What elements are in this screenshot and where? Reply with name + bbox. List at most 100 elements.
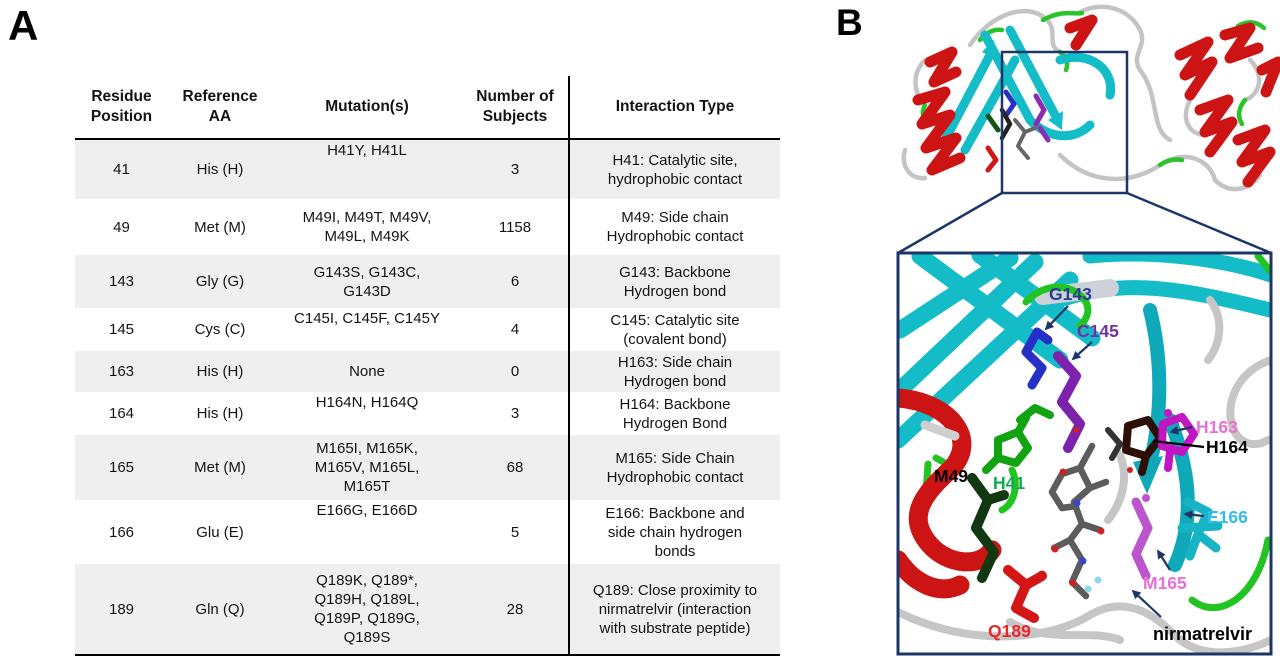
cell-number-of-subjects: 0 <box>510 363 520 380</box>
inset-beta-sheet <box>899 254 1101 449</box>
zoom-box <box>1000 50 1129 195</box>
cell-reference-aa: Glu (E) <box>196 523 244 541</box>
table-row: 166 Glu (E) E166G, E166D 5 E166: Backbone an… <box>75 500 780 564</box>
beta-arrowhead <box>1048 111 1063 130</box>
label-m49: M49 <box>934 466 968 486</box>
beta-arrowhead <box>982 40 997 60</box>
cell-residue-position: 41 <box>113 161 130 178</box>
cell-mutations: E166G, E166D <box>316 502 418 519</box>
panel-a-label: A <box>8 2 39 49</box>
residue-sticks-m165 <box>1131 497 1153 581</box>
protein-overview <box>901 4 1280 192</box>
arrow-to-h163 <box>1169 425 1193 435</box>
label-g143: G143 <box>1049 284 1092 304</box>
cell-residue-position: 189 <box>75 564 168 656</box>
column-header: Number of Subjects <box>462 76 569 140</box>
panel-b-label: B <box>836 2 863 43</box>
cell-interaction-type: C145: Catalytic site (covalent bond) <box>568 308 780 351</box>
cell-interaction-type: M49: Side chain Hydrophobic contact <box>568 199 780 255</box>
table-row: 41 His (H) H41Y, H41L 3 H41: Catalytic site,… <box>75 139 780 199</box>
inset-beta-center <box>1141 303 1195 572</box>
label-h163: H163 <box>1196 417 1238 437</box>
cell-interaction-type: M165: Side Chain Hydrophobic contact <box>568 435 780 500</box>
arrow-to-nirmatrelvir <box>1131 589 1162 618</box>
cell-interaction-type: H41: Catalytic site, hydrophobic contact <box>568 139 780 199</box>
cell-residue-position: 166 <box>108 523 135 541</box>
residue-labels: G143 C145 H163 H164 M49 H41 E166 M165 Q1… <box>934 284 1252 644</box>
residue-sticks-g143 <box>1021 327 1053 390</box>
q189-atom <box>1037 570 1047 580</box>
inset-loops-gray <box>899 296 1270 653</box>
cell-reference-aa: Gln (Q) <box>168 564 272 656</box>
h163-atom <box>1164 409 1172 417</box>
cell-residue-position: 163 <box>108 363 135 380</box>
cell-reference-aa: Met (M) <box>194 218 246 236</box>
backbone-sticks-dark <box>1105 427 1123 461</box>
zoom-connector-lines <box>897 191 1272 255</box>
cell-interaction-type: Q189: Close proximity to nirmatrelvir (i… <box>568 564 780 656</box>
cell-interaction-type: H163: Side chain Hydrogen bond <box>568 351 780 392</box>
arrow-to-c145 <box>1071 341 1093 361</box>
inset-border <box>896 251 1273 656</box>
label-e166: E166 <box>1207 507 1248 527</box>
cell-reference-aa: Cys (C) <box>194 321 246 338</box>
cell-number-of-subjects: 3 <box>510 161 520 178</box>
cell-reference-aa: His (H) <box>196 161 244 178</box>
label-nirmatrelvir: nirmatrelvir <box>1153 624 1252 644</box>
column-header: Reference AA <box>168 76 272 140</box>
line-to-h164 <box>1152 439 1205 449</box>
cell-residue-position: 164 <box>108 405 135 422</box>
panel-b-structure: G143 C145 H163 H164 M49 H41 E166 M165 Q1… <box>896 4 1280 656</box>
label-q189: Q189 <box>988 621 1031 641</box>
table-row: 164 His (H) H164N, H164Q 3 H164: Backbone Hy… <box>75 392 780 435</box>
label-c145: C145 <box>1077 321 1119 341</box>
cell-interaction-type: E166: Backbone and side chain hydrogen b… <box>568 500 780 564</box>
column-header: Interaction Type <box>568 76 780 140</box>
column-header: Residue Position <box>75 76 168 140</box>
cell-mutations: H41Y, H41L <box>327 142 407 159</box>
residue-sticks-e166 <box>1177 497 1223 561</box>
column-header: Mutation(s) <box>272 76 462 140</box>
m165-atom <box>1142 494 1150 502</box>
cell-interaction-type: G143: Backbone Hydrogen bond <box>568 255 780 308</box>
inset-helix-red <box>899 388 1002 599</box>
cell-number-of-subjects: 3 <box>510 405 520 422</box>
cell-residue-position: 49 <box>113 218 130 236</box>
residue-sticks-m49 <box>967 473 1009 583</box>
arrow-to-m165 <box>1157 549 1171 571</box>
cell-number-of-subjects: 6 <box>510 273 520 290</box>
arrow-to-e166 <box>1183 510 1205 520</box>
cell-reference-aa: His (H) <box>196 363 244 380</box>
label-h164: H164 <box>1206 437 1248 457</box>
cell-number-of-subjects: 4 <box>510 321 520 338</box>
cell-interaction-type: H164: Backbone Hydrogen Bond <box>568 392 780 435</box>
cell-reference-aa: His (H) <box>196 405 244 422</box>
residue-sticks-h164 <box>1122 416 1164 476</box>
cell-mutations: G143S, G143C, G143D <box>313 263 421 300</box>
cell-residue-position: 165 <box>108 459 135 476</box>
inset-helix-gray-band <box>920 420 960 441</box>
label-m165: M165 <box>1143 573 1187 593</box>
arrow-to-g143 <box>1044 305 1069 331</box>
cell-mutations: C145I, C145F, C145Y <box>294 310 440 327</box>
e166-atom <box>1204 508 1212 516</box>
cell-mutations: Q189K, Q189*, Q189H, Q189L, Q189P, Q189G… <box>272 564 462 656</box>
cell-number-of-subjects: 68 <box>506 459 524 476</box>
cell-residue-position: 143 <box>108 273 135 290</box>
cell-number-of-subjects: 1158 <box>498 218 532 236</box>
cell-reference-aa: Met (M) <box>194 459 246 476</box>
cell-mutations: H164N, H164Q <box>315 394 419 411</box>
residue-sticks-h41 <box>982 404 1054 474</box>
label-h41: H41 <box>993 473 1025 493</box>
overview-beta-sheet <box>940 25 1116 155</box>
cell-number-of-subjects: 5 <box>510 523 520 541</box>
nirmatrelvir-sticks <box>1048 442 1110 600</box>
